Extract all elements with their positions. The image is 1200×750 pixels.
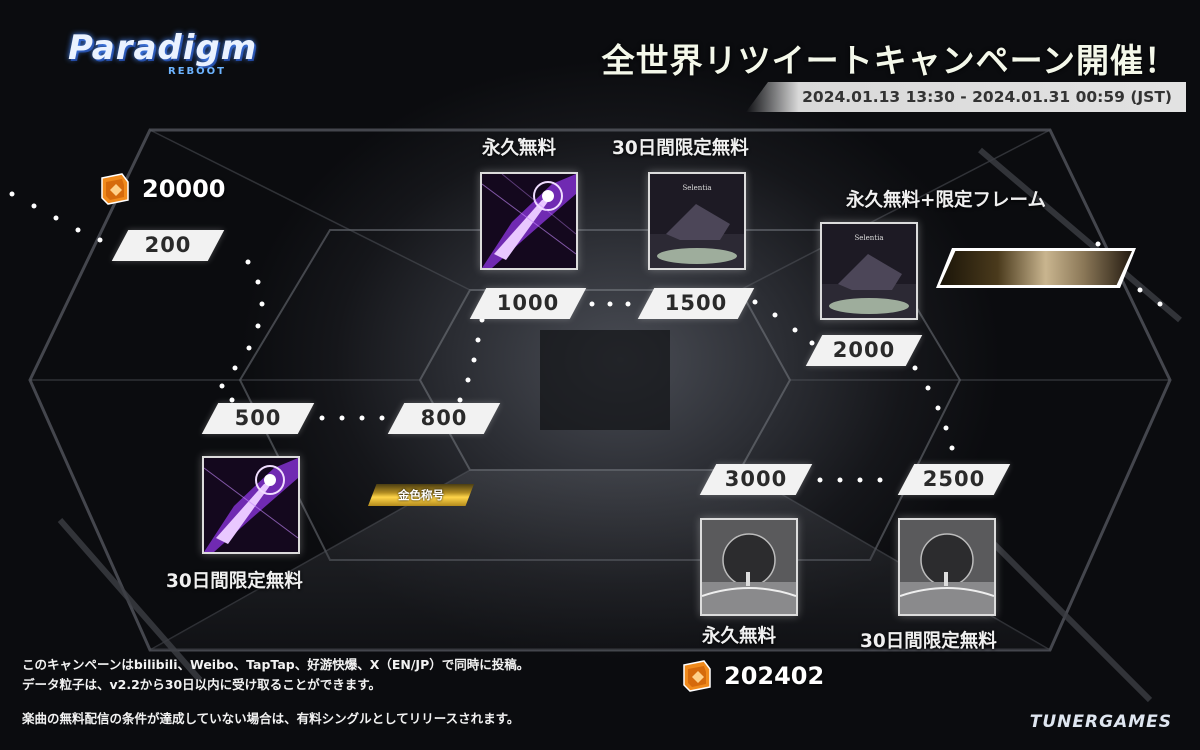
milestone-800: 800	[387, 403, 501, 434]
label-permanent-free-3000: 永久無料	[702, 626, 777, 647]
milestone-1500: 1500	[637, 288, 755, 319]
logo-subtext: REBOOT	[168, 66, 226, 77]
milestone-200: 200	[111, 230, 225, 261]
note-line-2: データ粒子は、v2.2から30日以内に受け取ることができます。	[22, 677, 381, 692]
song-jacket-purple-1000	[480, 172, 578, 270]
date-bar: 2024.01.13 13:30 - 2024.01.31 00:59 (JST…	[746, 82, 1186, 112]
svg-text:Selentia: Selentia	[682, 184, 711, 192]
song-jacket-selentia-1500: Selentia	[648, 172, 746, 270]
note-line-1: このキャンペーンはbilibili、Weibo、TapTap、好游快爆、X（EN…	[22, 657, 530, 672]
song-jacket-grey-3000	[700, 518, 798, 616]
coin-amount-top: 20000	[142, 175, 226, 203]
milestone-2000: 2000	[805, 335, 923, 366]
coin-amount-bottom: 202402	[724, 662, 825, 690]
song-jacket-selentia-2000: Selentia	[820, 222, 918, 320]
limited-frame-banner	[936, 248, 1136, 288]
reward-coin-20000: 20000	[98, 172, 226, 206]
reward-coin-202402: 202402	[680, 659, 824, 693]
milestone-1000: 1000	[469, 288, 587, 319]
gold-title-badge: 金色称号	[368, 484, 474, 506]
milestone-3000: 3000	[699, 464, 813, 495]
campaign-notes: このキャンペーンはbilibili、Weibo、TapTap、好游快爆、X（EN…	[22, 655, 529, 729]
song-jacket-grey-2500	[898, 518, 996, 616]
dotted-path-left	[219, 259, 265, 403]
tunergames-logo: TUNERGAMES	[1029, 712, 1172, 732]
paradigm-logo: Paradigm REBOOT	[62, 28, 262, 78]
campaign-date-range: 2024.01.13 13:30 - 2024.01.31 00:59 (JST…	[802, 88, 1172, 106]
note-line-3: 楽曲の無料配信の条件が達成していない場合は、有料シングルとしてリリースされます。	[22, 711, 520, 726]
data-particle-icon	[680, 659, 714, 693]
dotted-path-center	[457, 317, 485, 403]
label-limited-free-2500: 30日間限定無料	[860, 631, 997, 652]
milestone-2500: 2500	[897, 464, 1011, 495]
svg-text:Selentia: Selentia	[854, 234, 883, 242]
label-limited-free-1500: 30日間限定無料	[612, 138, 749, 159]
milestone-500: 500	[201, 403, 315, 434]
song-jacket-purple-500	[202, 456, 300, 554]
logo-text: Paradigm	[68, 28, 258, 68]
campaign-title: 全世界リツイートキャンペーン開催！	[601, 41, 1178, 80]
data-particle-icon	[98, 172, 132, 206]
label-permanent-free-1000: 永久無料	[482, 138, 557, 159]
dotted-path-mid	[319, 415, 385, 421]
label-permanent-free-frame: 永久無料+限定フレーム	[846, 190, 1046, 211]
character-art	[940, 251, 1132, 285]
label-limited-free-500: 30日間限定無料	[166, 571, 303, 592]
